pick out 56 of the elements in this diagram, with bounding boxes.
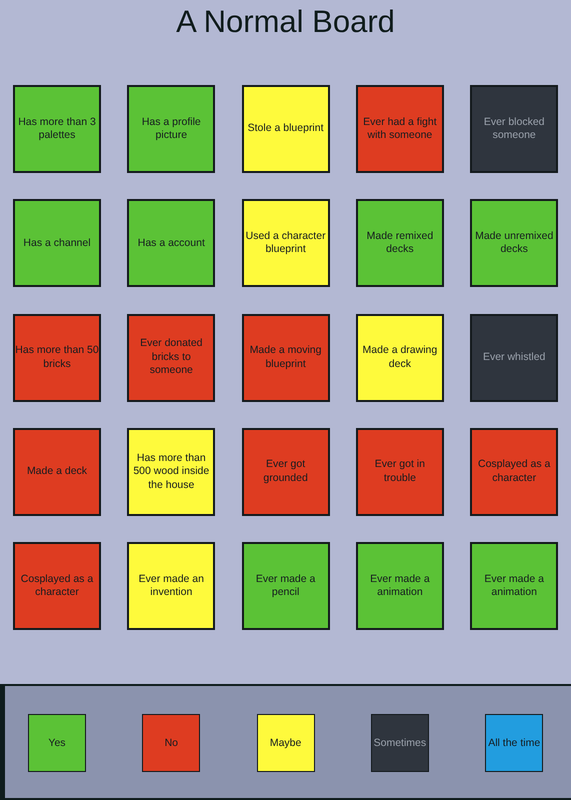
board-square	[356, 199, 444, 288]
square-label: Has a account	[138, 236, 205, 250]
square-label: Ever made a animation	[483, 572, 545, 600]
board-square	[127, 85, 216, 173]
square-label: Has more than 3 palettes	[17, 116, 97, 142]
square-label: Cosplayed as a character	[476, 458, 552, 486]
board-square	[356, 542, 444, 630]
legend-label: Sometimes	[374, 737, 426, 749]
square-label: Made unremixed decks	[474, 230, 554, 257]
board-square	[470, 85, 558, 173]
board-square	[242, 542, 330, 630]
board-square	[13, 199, 101, 288]
title: A Normal Board	[175, 4, 396, 40]
board-square	[13, 85, 101, 173]
square-label: Has a channel	[23, 236, 91, 250]
square-label: Has more than 500 wood inside the house	[132, 452, 210, 492]
legend-label: No	[164, 737, 178, 749]
board-square	[127, 428, 216, 516]
board-square	[356, 428, 444, 516]
board-square	[242, 428, 330, 516]
board-square	[13, 314, 101, 402]
square-label: Ever got grounded	[262, 458, 309, 486]
square-label: Ever made a animation	[369, 572, 431, 600]
square-label: Ever made an invention	[138, 572, 205, 600]
square-label: Made a deck	[26, 465, 88, 479]
board-square	[13, 428, 101, 516]
legend-label: Yes	[48, 737, 66, 749]
board-square	[470, 428, 558, 516]
square-label: Stole a blueprint	[248, 122, 324, 136]
board-square	[242, 314, 330, 402]
square-label: Made remixed decks	[366, 230, 434, 257]
board-square	[127, 314, 216, 402]
legend-label: Maybe	[270, 737, 302, 749]
square-label: Ever made a pencil	[254, 572, 316, 600]
legend-label: All the time	[488, 737, 540, 749]
square-label: Has more than 50 bricks	[15, 344, 99, 372]
board-square	[13, 542, 101, 630]
board-square	[127, 542, 216, 630]
square-label: Used a character blueprint	[244, 230, 327, 257]
board-square	[470, 542, 558, 630]
square-label: Ever whistled	[482, 350, 546, 364]
square-label: Ever donated bricks to someone	[139, 337, 204, 378]
board-square	[356, 85, 444, 173]
square-label: Ever had a fight with someone	[362, 116, 438, 142]
square-label: Has a profile picture	[140, 116, 202, 142]
square-label: Ever blocked someone	[482, 116, 546, 142]
board-square	[470, 314, 558, 402]
square-label: Cosplayed as a character	[20, 572, 94, 600]
board-square	[356, 314, 444, 402]
square-label: Ever got in trouble	[374, 458, 426, 486]
board-square	[470, 199, 558, 288]
square-label: Made a moving blueprint	[248, 344, 322, 372]
board-square	[127, 199, 216, 288]
board-square	[242, 199, 330, 288]
board-square	[242, 85, 330, 173]
square-label: Made a drawing deck	[362, 344, 438, 372]
